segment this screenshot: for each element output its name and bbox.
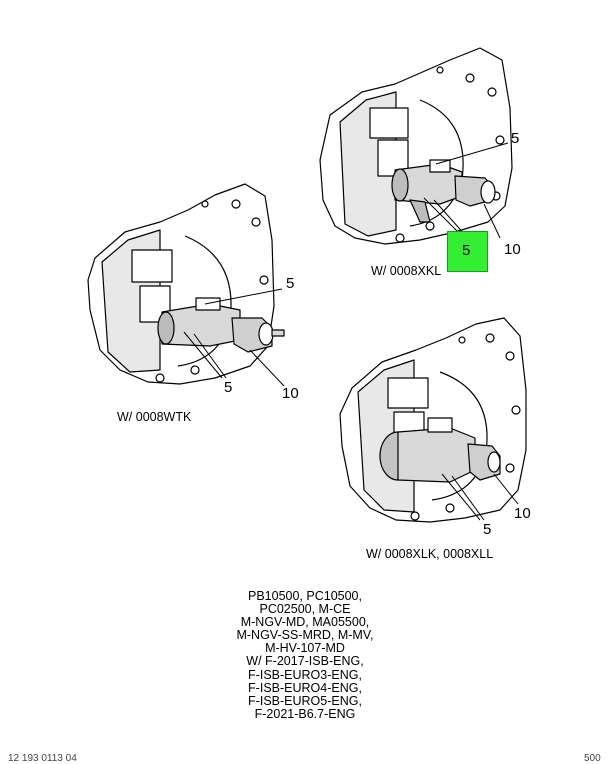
callout-10-bottom-right: 10 <box>514 505 531 522</box>
applicability-line: M-HV-107-MD <box>265 641 345 656</box>
applicability-line: F-ISB-EURO4-ENG, <box>248 680 362 695</box>
highlighted-callout-box[interactable]: 5 <box>447 231 488 272</box>
callout-5-bottom-right: 5 <box>483 521 492 538</box>
starter-motor-bottom-right <box>379 417 501 483</box>
applicability-line: M-NGV-MD, MA05500, <box>240 615 370 630</box>
callout-5-left-upper: 5 <box>286 275 295 292</box>
callout-5-left-lower: 5 <box>224 379 233 396</box>
caption-left: W/ 0008WTK <box>117 410 192 424</box>
footer-reference: 12 193 0113 04 <box>8 753 77 764</box>
applicability-line: PC02500, M-CE <box>259 602 351 617</box>
callout-5-top-right: 5 <box>511 130 520 147</box>
starter-motor-top-right <box>391 159 496 223</box>
applicability-line: W/ F-2017-ISB-ENG, <box>246 654 364 669</box>
applicability-line: M-NGV-SS-MRD, M-MV, <box>236 628 374 643</box>
starter-motor-left <box>157 297 285 353</box>
applicability-list: PB10500, PC10500, PC02500, M-CE M-NGV-MD… <box>200 589 410 721</box>
callout-10-top-right: 10 <box>504 241 521 258</box>
engine-housing-left <box>87 183 275 385</box>
leader-lines <box>183 142 519 521</box>
caption-top-right: W/ 0008XKL <box>371 264 442 278</box>
footer-page: 500 <box>584 753 601 764</box>
applicability-line: PB10500, PC10500, <box>248 589 362 603</box>
applicability-line: F-ISB-EURO3-ENG, <box>248 667 362 682</box>
callout-5-highlighted: 5 <box>462 242 471 259</box>
callout-10-left: 10 <box>282 385 299 402</box>
applicability-line: F-ISB-EURO5-ENG, <box>248 693 362 708</box>
caption-bottom-right: W/ 0008XLK, 0008XLL <box>366 547 494 561</box>
applicability-line: F-2021-B6.7-ENG <box>254 706 356 721</box>
